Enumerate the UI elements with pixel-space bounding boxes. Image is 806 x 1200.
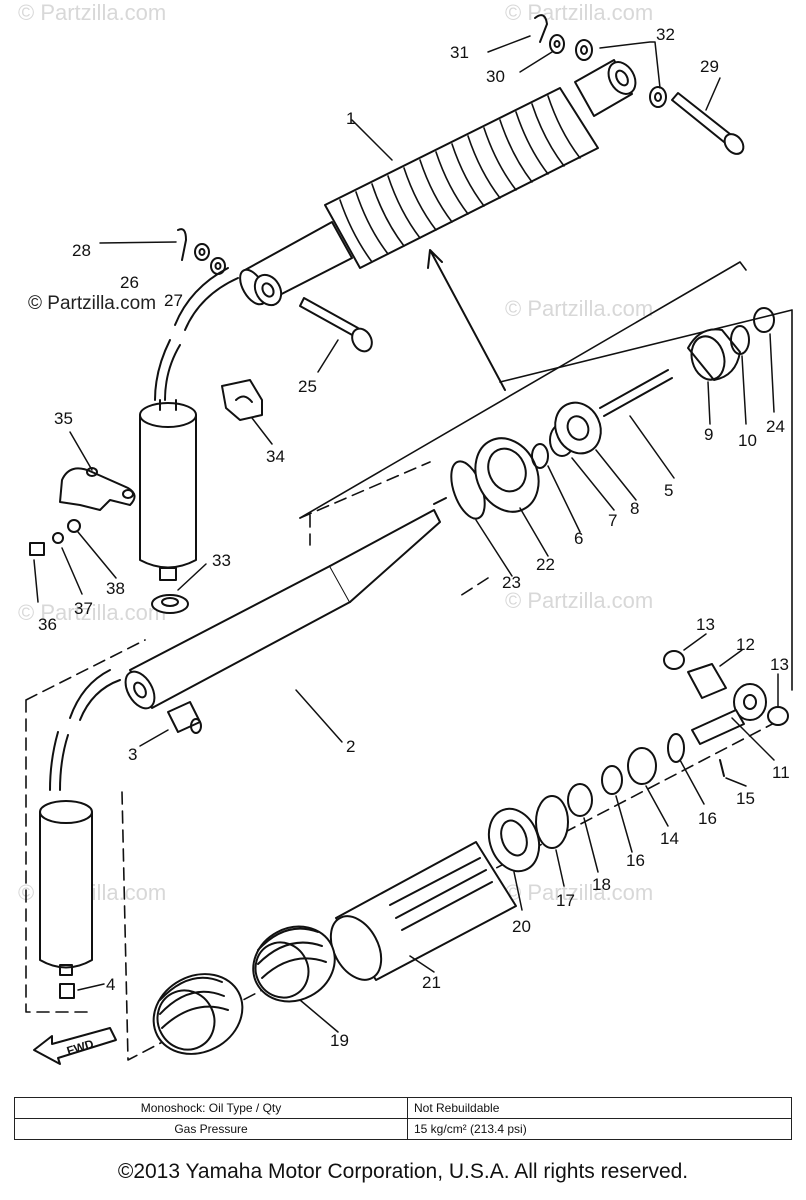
callout-5: 5 xyxy=(664,481,673,500)
callout-6: 6 xyxy=(574,529,583,548)
callout-38: 38 xyxy=(106,579,125,598)
spec-label: Monoshock: Oil Type / Qty xyxy=(14,1097,408,1119)
callout-36: 36 xyxy=(38,615,57,634)
spec-table: Monoshock: Oil Type / Qty Not Rebuildabl… xyxy=(14,1097,792,1140)
callout-21: 21 xyxy=(422,973,441,992)
callout-35: 35 xyxy=(54,409,73,428)
callout-19: 19 xyxy=(330,1031,349,1050)
lower-end-parts xyxy=(487,650,789,873)
watermark: © Partzilla.com xyxy=(505,0,653,25)
callout-29: 29 xyxy=(700,57,719,76)
callout-3: 3 xyxy=(128,745,137,764)
watermark: © Partzilla.com xyxy=(18,600,166,625)
callout-16: 16 xyxy=(698,809,717,828)
spec-value: 15 kg/cm² (213.4 psi) xyxy=(407,1118,792,1140)
leader-lines xyxy=(33,35,779,1033)
assembly-2-outline xyxy=(25,461,781,1061)
callout-12: 12 xyxy=(736,635,755,654)
callout-4: 4 xyxy=(106,975,115,994)
callout-24: 24 xyxy=(766,417,785,436)
callout-22: 22 xyxy=(536,555,555,574)
callout-23: 23 xyxy=(502,573,521,592)
callout-2: 2 xyxy=(346,737,355,756)
callout-34: 34 xyxy=(266,447,285,466)
spring-19 xyxy=(152,925,336,1055)
monoshock-assembly-upper xyxy=(139,59,637,581)
copyright-notice: ©2013 Yamaha Motor Corporation, U.S.A. A… xyxy=(117,1160,689,1183)
callout-33: 33 xyxy=(212,551,231,570)
callout-13: 13 xyxy=(696,615,715,634)
callout-7: 7 xyxy=(608,511,617,530)
callout-28: 28 xyxy=(72,241,91,260)
callout-8: 8 xyxy=(630,499,639,518)
forward-arrow: FWD xyxy=(33,1027,117,1065)
callout-9: 9 xyxy=(704,425,713,444)
partzilla-watermark: © Partzilla.com xyxy=(28,293,157,314)
callout-31: 31 xyxy=(450,43,469,62)
watermark: © Partzilla.com xyxy=(505,880,653,905)
callout-20: 20 xyxy=(512,917,531,936)
exploded-parts-diagram: © Partzilla.com © Partzilla.com © Partzi… xyxy=(18,0,793,1065)
callout-27: 27 xyxy=(164,291,183,310)
callout-37: 37 xyxy=(74,599,93,618)
table-row: Monoshock: Oil Type / Qty Not Rebuildabl… xyxy=(14,1097,792,1119)
callout-13: 13 xyxy=(770,655,789,674)
watermark: © Partzilla.com xyxy=(505,588,653,613)
callout-18: 18 xyxy=(592,875,611,894)
callout-17: 17 xyxy=(556,891,575,910)
callout-15: 15 xyxy=(736,789,755,808)
callout-14: 14 xyxy=(660,829,679,848)
spec-value: Not Rebuildable xyxy=(407,1097,792,1119)
callout-25: 25 xyxy=(298,377,317,396)
callout-labels: 1 2 3 4 5 6 7 8 9 10 11 12 13 13 14 15 1… xyxy=(38,25,790,1050)
shock-body-lower xyxy=(39,497,447,999)
watermark: © Partzilla.com xyxy=(505,296,653,321)
callout-1: 1 xyxy=(346,109,355,128)
callout-11: 11 xyxy=(772,763,790,782)
spec-label: Gas Pressure xyxy=(14,1118,408,1140)
assembly-arrow xyxy=(427,249,506,391)
callout-32: 32 xyxy=(656,25,675,44)
table-row: Gas Pressure 15 kg/cm² (213.4 psi) xyxy=(14,1118,792,1140)
callout-10: 10 xyxy=(738,431,757,450)
sleeve-21 xyxy=(329,841,517,981)
top-mount-hardware xyxy=(534,14,745,155)
watermark: © Partzilla.com xyxy=(18,0,166,25)
callout-30: 30 xyxy=(486,67,505,86)
spring-seat-parts xyxy=(450,307,775,520)
callout-16: 16 xyxy=(626,851,645,870)
lower-mount-hardware xyxy=(29,228,373,614)
callout-26: 26 xyxy=(120,273,139,292)
